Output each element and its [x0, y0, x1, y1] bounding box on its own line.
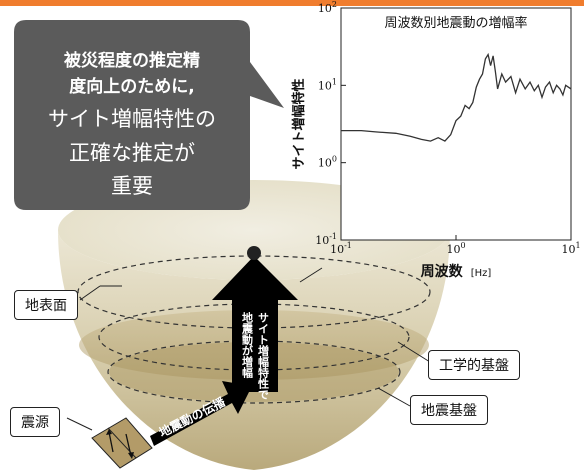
chart-title: 周波数別地震動の増幅率	[384, 15, 527, 31]
bubble-line-1: 被災程度の推定精	[64, 50, 200, 71]
seismic-base-label: 地震基盤	[410, 395, 488, 425]
speech-bubble	[14, 20, 284, 210]
site-point	[247, 246, 261, 260]
bubble-line-5: 重要	[111, 174, 153, 198]
bubble-line-4: 正確な推定が	[69, 141, 195, 165]
propagation-arrow	[150, 381, 252, 446]
amplify-label-2: 地震動が増幅	[241, 311, 255, 379]
chart-x-axis-label-text: 周波数	[421, 263, 464, 280]
x-tick-label: 101	[561, 241, 580, 256]
y-tick-label: 101	[318, 77, 337, 92]
amplification-chart: 周波数別地震動の増幅率 サイト増幅特性 周波数 [Hz] 10-1 100 101 1…	[291, 0, 581, 280]
surface-label: 地表面	[14, 290, 78, 320]
source-block	[91, 417, 153, 469]
chart-x-axis-label: 周波数 [Hz]	[421, 261, 492, 280]
surface-boundary	[77, 255, 431, 329]
top-bar	[0, 0, 584, 6]
y-tick-label: 102	[318, 0, 337, 15]
series-line	[341, 52, 572, 142]
slip-arrow-down	[125, 433, 132, 457]
bubble-line-2: 度向上のために,	[69, 76, 194, 97]
x-tick-label: 100	[446, 241, 465, 256]
seismic-leader	[377, 387, 411, 407]
source-leader	[66, 417, 93, 431]
amplify-label-1: サイト増幅特性で	[257, 312, 270, 400]
surface-leader	[79, 285, 101, 301]
engineering-leader	[397, 341, 431, 363]
source-label: 震源	[10, 407, 60, 437]
chart-y-axis-label: サイト増幅特性	[291, 78, 307, 169]
chart-x-axis-unit: [Hz]	[471, 268, 492, 279]
slip-arrow-up	[108, 431, 114, 453]
y-tick-label: 100	[318, 155, 337, 170]
amplification-arrow	[212, 256, 298, 392]
engineering-base-label: 工学的基盤	[428, 350, 520, 380]
chart-plot-area	[340, 7, 572, 241]
slip-arrow-up-head	[106, 429, 112, 435]
amplify-pointer	[299, 267, 323, 283]
slip-arrow-down-head	[128, 452, 134, 459]
y-tick-label: 10-1	[315, 232, 337, 247]
x-tick-label: 10-1	[330, 241, 352, 256]
bubble-line-3: サイト増幅特性の	[48, 107, 216, 131]
